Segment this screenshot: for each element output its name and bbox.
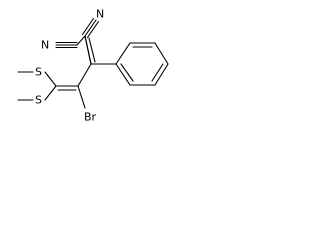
chain-bond [77, 63, 92, 87]
atom-s-upper: S [35, 66, 42, 79]
atom-s-lower: S [35, 94, 42, 107]
c-br-bond [77, 85, 86, 109]
atom-n-lower: N [41, 39, 49, 52]
ylidene-double-bond [84, 35, 96, 65]
cn-junction-bond [76, 35, 86, 46]
dithio-double-bond [55, 85, 79, 91]
atom-n-upper: N [96, 8, 104, 21]
upper-s-bond [44, 71, 57, 87]
structure-diagram: N N Br S S [17, 8, 169, 124]
lower-s-bond [44, 85, 57, 101]
nitrile-lower-bond [55, 41, 78, 49]
phenyl-ring [115, 42, 169, 86]
atom-br: Br [84, 111, 97, 124]
nitrile-upper-bond [81, 17, 100, 39]
